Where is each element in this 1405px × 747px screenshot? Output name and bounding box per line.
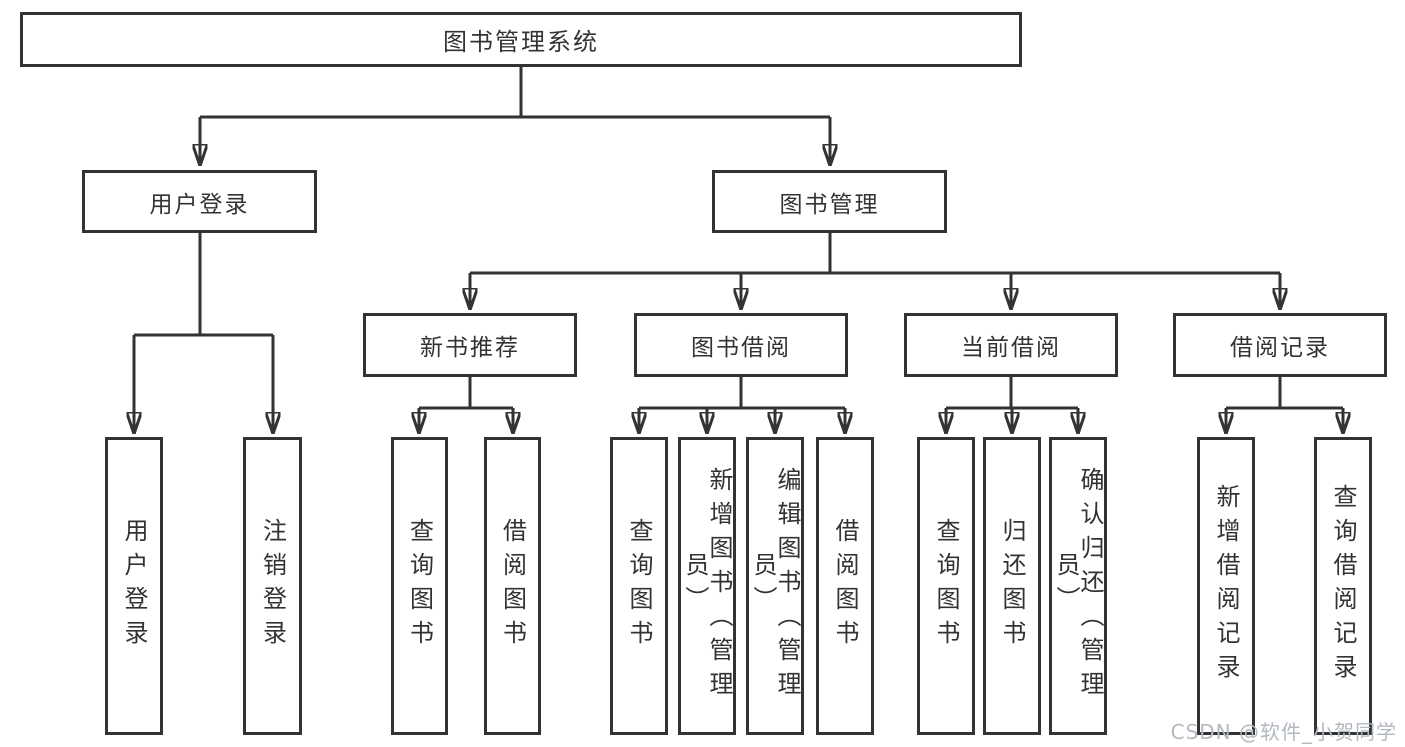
edge-book-management-to-level3 (470, 233, 1280, 310)
node-book-borrow: 图书借阅 (634, 313, 848, 377)
leaf-query-books-current: 查询图书 (917, 437, 975, 735)
edge-new-book-recommend-to-leaves (419, 377, 513, 434)
node-user-login: 用户登录 (82, 170, 317, 233)
leaf-query-books-borrow: 查询图书 (610, 437, 668, 735)
node-new-book-recommend: 新书推荐 (363, 313, 577, 377)
edge-current-borrow-to-leaves (946, 377, 1078, 434)
leaf-edit-book-admin: 编辑图书（管理员） (746, 437, 804, 735)
edge-book-borrow-to-leaves (639, 377, 845, 434)
leaf-add-book-admin: 新增图书（管理员） (678, 437, 736, 735)
leaf-confirm-return-admin: 确认归还（管理员） (1049, 437, 1107, 735)
leaf-borrow-books-recommend: 借阅图书 (484, 437, 541, 735)
leaf-return-book: 归还图书 (983, 437, 1041, 735)
leaf-logout: 注销登录 (243, 437, 302, 735)
node-current-borrow: 当前借阅 (904, 313, 1118, 377)
edge-borrow-records-to-leaves (1226, 377, 1343, 434)
leaf-borrow-books: 借阅图书 (816, 437, 874, 735)
node-root-library-system: 图书管理系统 (20, 12, 1022, 67)
watermark: CSDN @软件_小贺同学 (1170, 720, 1397, 744)
node-borrow-records: 借阅记录 (1173, 313, 1387, 377)
leaf-add-borrow-record: 新增借阅记录 (1197, 437, 1255, 735)
edge-root-to-level2 (200, 67, 830, 166)
leaf-user-login: 用户登录 (105, 437, 163, 735)
edge-user-login-to-leaves (134, 233, 273, 434)
leaf-query-borrow-record: 查询借阅记录 (1314, 437, 1372, 735)
node-book-management: 图书管理 (712, 170, 947, 233)
leaf-query-books-recommend: 查询图书 (391, 437, 448, 735)
